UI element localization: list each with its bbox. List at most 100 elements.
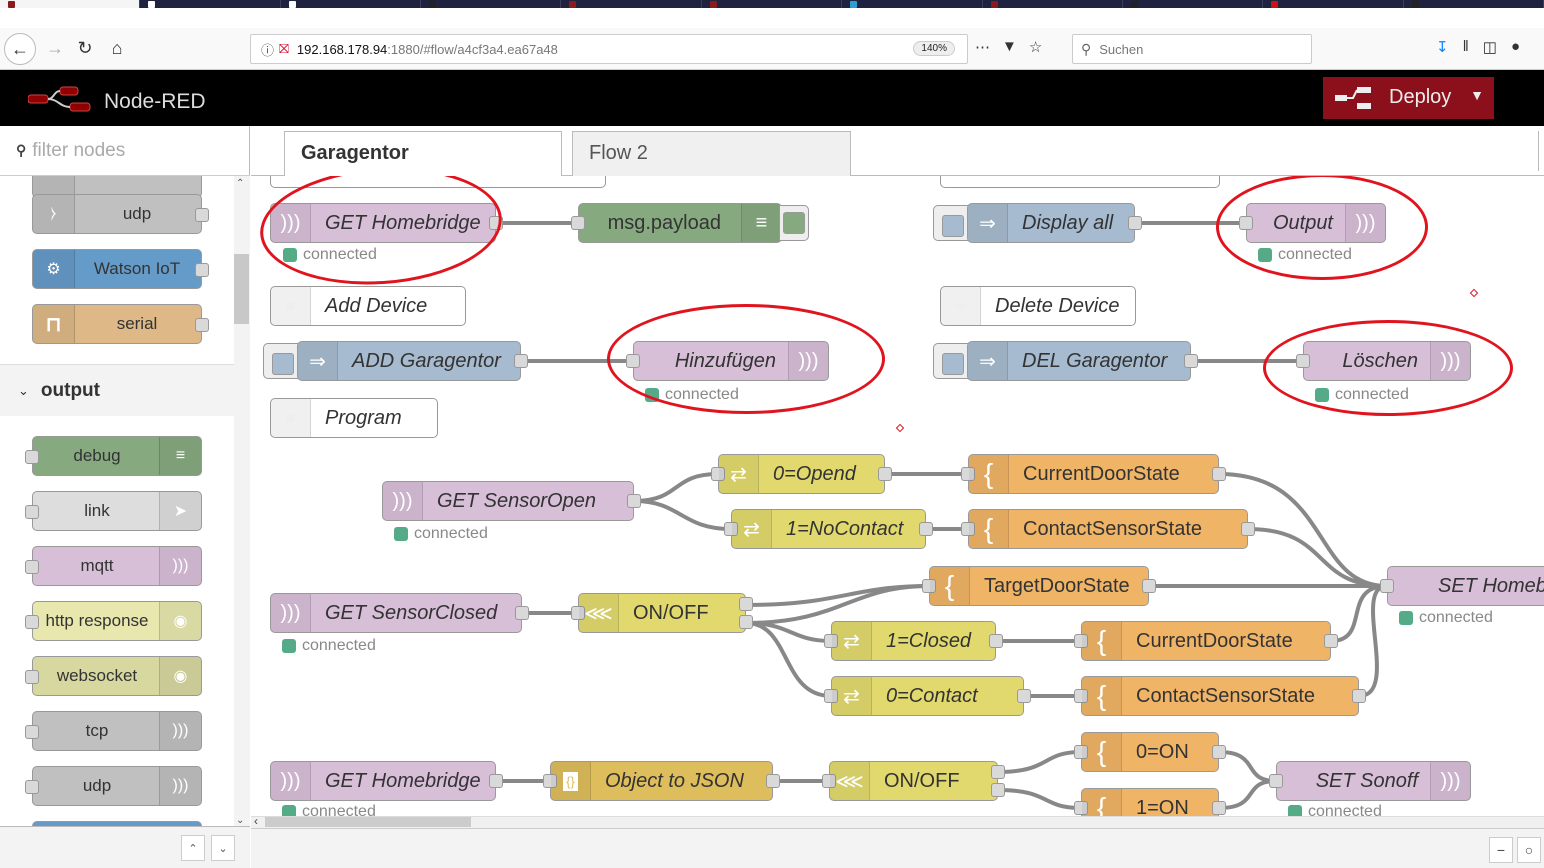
browser-tab[interactable] [0,0,141,8]
flow-canvas[interactable]: ))) GET Homebridge connected msg.payload… [251,176,1544,816]
output-port[interactable] [489,774,503,788]
sidebar-icon[interactable]: ◫ [1482,39,1497,56]
output-port[interactable] [195,263,209,277]
url-bar[interactable]: ⓘ ⛝ 192.168.178.94:1880/#flow/a4cf3a4.ea… [250,34,968,64]
extension-icon[interactable]: ● [1510,38,1521,55]
browser-tab[interactable] [1123,0,1264,8]
browser-tab[interactable] [1404,0,1544,8]
input-port[interactable] [25,560,39,574]
output-port[interactable] [1241,522,1255,536]
scroll-down-icon[interactable]: ⌄ [236,815,245,826]
output-port-2[interactable] [739,615,753,629]
back-button[interactable]: ← [4,33,36,65]
input-port[interactable] [25,505,39,519]
inject-node-display-all[interactable]: ⇒ Display all [967,203,1142,243]
template-node-1-on[interactable]: { 1=ON [1074,788,1226,816]
input-port[interactable] [25,725,39,739]
input-port[interactable] [1074,745,1088,759]
tab-flow-2[interactable]: Flow 2 [572,131,851,176]
input-port[interactable] [1380,579,1394,593]
input-port[interactable] [824,634,838,648]
inject-trigger-button[interactable] [263,343,301,379]
add-tab-button[interactable] [1538,131,1544,171]
scroll-left-icon[interactable]: ‹ [254,814,258,828]
template-node-currentdoorstate[interactable]: { CurrentDoorState [961,454,1226,494]
output-port[interactable] [1352,689,1366,703]
palette-node-udp-out[interactable]: udp ))) [25,766,202,806]
reload-button[interactable]: ↻ [77,37,93,58]
comment-node-delete-device[interactable]: ● Delete Device [940,286,1136,326]
output-port-1[interactable] [739,597,753,611]
input-port[interactable] [922,579,936,593]
comment-node-program[interactable]: ● Program [270,398,438,438]
browser-tab[interactable] [140,0,281,8]
output-port[interactable] [1212,467,1226,481]
zoom-reset-button[interactable]: ○ [1517,837,1541,863]
zoom-level-badge[interactable]: 140% [913,41,955,56]
browser-tab[interactable] [281,0,422,8]
mqtt-in-node-get-sensorclosed[interactable]: ))) GET SensorClosed [270,593,529,633]
zoom-out-button[interactable]: − [1489,837,1513,863]
input-port[interactable] [961,522,975,536]
mqtt-out-node-set-homebridge[interactable]: SET Homebridge [1380,566,1544,606]
template-node-contactsensorstate-2[interactable]: { ContactSensorState [1074,676,1366,716]
input-port[interactable] [543,774,557,788]
mqtt-in-node-get-homebridge-2[interactable]: ))) GET Homebridge [270,761,503,801]
output-port[interactable] [1142,579,1156,593]
output-port[interactable] [1128,216,1142,230]
output-port[interactable] [195,318,209,332]
output-port-1[interactable] [991,765,1005,779]
deploy-button[interactable]: Deploy ▼ [1323,77,1494,119]
browser-tab[interactable] [983,0,1123,8]
output-port[interactable] [627,494,641,508]
input-port[interactable] [1074,634,1088,648]
tab-garagentor[interactable]: Garagentor [284,131,562,177]
palette-scrollbar[interactable]: ⌃ ⌄ [234,176,250,826]
input-port[interactable] [571,216,585,230]
browser-tab[interactable] [561,0,702,8]
output-port[interactable] [1324,634,1338,648]
change-node-closed[interactable]: ⇄ 1=Closed [824,621,1003,661]
output-port[interactable] [1212,745,1226,759]
debug-toggle-button[interactable] [779,205,809,241]
switch-node-onoff[interactable]: ⋘ ON/OFF [571,593,753,633]
expand-all-button[interactable]: ⌄ [211,835,235,861]
palette-node-partial-blue[interactable] [32,821,202,826]
palette-node-websocket-out[interactable]: websocket ◉ [25,656,202,696]
template-node-0-on[interactable]: { 0=ON [1074,732,1226,772]
template-node-contactsensorstate[interactable]: { ContactSensorState [961,509,1255,549]
input-port[interactable] [711,467,725,481]
output-port[interactable] [515,606,529,620]
output-port[interactable] [919,522,933,536]
palette-node-serial[interactable]: ⊓ serial [32,304,209,344]
comment-node-partial[interactable] [940,176,1220,188]
palette-node-http-response[interactable]: http response ◉ [25,601,202,641]
mqtt-in-node-get-sensoropen[interactable]: ))) GET SensorOpen [382,481,641,521]
info-icon[interactable]: ⓘ [261,42,275,58]
output-port[interactable] [989,634,1003,648]
scrollbar-thumb[interactable] [234,254,249,324]
input-port[interactable] [1074,689,1088,703]
input-port[interactable] [571,606,585,620]
download-icon[interactable]: ↧ [1436,39,1449,56]
comment-node-add-device[interactable]: ● Add Device [270,286,466,326]
template-node-currentdoorstate-2[interactable]: { CurrentDoorState [1074,621,1338,661]
palette-node-tcp-out[interactable]: tcp ))) [25,711,202,751]
input-port[interactable] [1269,774,1283,788]
scrollbar-thumb[interactable] [265,817,471,827]
browser-tab[interactable] [421,0,562,8]
template-node-targetdoorstate[interactable]: { TargetDoorState [922,566,1156,606]
input-port[interactable] [822,774,836,788]
palette-node-mqtt-out[interactable]: mqtt ))) [25,546,202,586]
input-port[interactable] [724,522,738,536]
debug-node-msg-payload[interactable]: msg.payload ≡ [571,203,782,243]
output-port[interactable] [1184,354,1198,368]
mqtt-in-node-get-homebridge[interactable]: ))) GET Homebridge [270,203,503,243]
input-port[interactable] [25,615,39,629]
library-icon[interactable]: ‖ [1462,38,1469,55]
inject-trigger-button[interactable] [933,343,971,379]
input-port[interactable] [961,467,975,481]
inject-trigger-button[interactable] [933,205,971,241]
inject-node-add-garagentor[interactable]: ⇒ ADD Garagentor [297,341,528,381]
output-port-2[interactable] [991,783,1005,797]
